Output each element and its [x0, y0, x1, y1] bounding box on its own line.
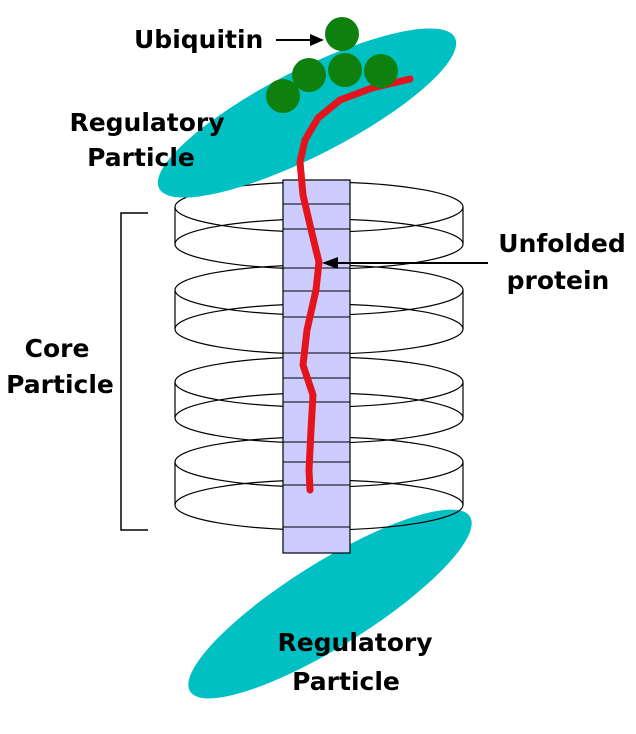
regulatory-particle-bottom-label: Particle [292, 667, 400, 696]
core-channel-rect [282, 179, 351, 554]
ubiquitin-bead [292, 58, 326, 92]
core-particle-label: Core [25, 334, 90, 363]
ubiquitin-arrow-head [310, 34, 324, 46]
unfolded-protein-label: protein [507, 266, 610, 295]
regulatory-particle-top-label: Regulatory [69, 108, 224, 137]
regulatory-particle-top-label: Particle [87, 143, 195, 172]
ubiquitin-bead [266, 79, 300, 113]
label-arrows [276, 34, 488, 269]
regulatory-particle-bottom-label: Regulatory [277, 628, 432, 657]
ubiquitin-bead [328, 53, 362, 87]
ubiquitin-bead [364, 54, 398, 88]
unfolded-protein-chain [296, 75, 414, 494]
ubiquitin-bead [325, 17, 359, 51]
ubiquitin-chain [266, 17, 398, 113]
core-particle-label: Particle [6, 370, 114, 399]
core-channel [282, 179, 351, 554]
ubiquitin-label: Ubiquitin [134, 25, 263, 54]
regulatory-particle-bottom [188, 509, 472, 699]
unfolded-protein-label: Unfolded [498, 229, 625, 258]
unfolded-protein-arrow-head [322, 257, 338, 269]
core-particle-bracket [120, 212, 148, 531]
